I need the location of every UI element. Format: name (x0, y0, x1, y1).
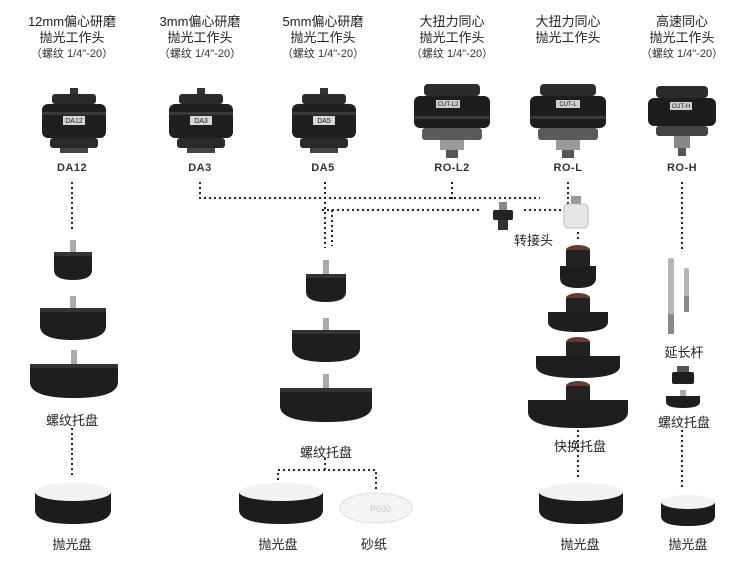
head-line2: 抛光工作头 (419, 30, 485, 45)
da5-tool-image: DA5 (292, 88, 356, 153)
head-line1: 高速同心 (655, 14, 708, 29)
line-da5-bottom (277, 469, 377, 490)
head-thread: （螺纹 1/4"-20） (410, 48, 494, 60)
da5-badge (313, 116, 335, 125)
polish-pad-3-image (539, 483, 623, 524)
quick-pad-small (560, 245, 596, 288)
roh-pad-image (666, 390, 700, 408)
da3-badge (190, 116, 212, 125)
head-title-da12: 12mm偏心研磨 抛光工作头 （螺纹 1/4"-20） (12, 14, 132, 62)
head-title-rol: 大扭力同心 抛光工作头 (508, 14, 628, 46)
da12-pad-small (54, 240, 92, 280)
rol2-badge-text: CUT-L2 (438, 102, 459, 108)
extension-rod-image (668, 258, 689, 334)
adapter-label: 转接头 (514, 233, 554, 248)
head-line2: 抛光工作头 (39, 30, 105, 45)
da5-pad-small (306, 260, 346, 302)
adapter-small-image (493, 202, 513, 230)
rol2-badge (436, 100, 460, 108)
da5-badge-text: DA5 (317, 118, 331, 125)
da3-badge-text: DA3 (194, 118, 208, 125)
head-line2: 抛光工作头 (649, 30, 715, 45)
da12-badge (63, 116, 85, 125)
quick-pad-xlarge (528, 381, 628, 428)
code-rol2: RO-L2 (434, 162, 470, 174)
polish-pad-label-4: 抛光盘 (668, 537, 708, 552)
sandpaper-print-text: P600 (370, 504, 391, 514)
line-da3-bus (199, 182, 540, 199)
rol-tool-image: CUT-L (530, 84, 606, 158)
polish-pad-4-image (661, 495, 715, 526)
quick-pad-large (536, 337, 620, 378)
head-title-da5: 5mm偏心研磨 抛光工作头 （螺纹 1/4"-20） (263, 14, 383, 62)
head-line1: 3mm偏心研磨 (159, 14, 241, 29)
da12-badge-text: DA12 (65, 118, 83, 125)
da12-tool-image: DA12 (42, 88, 106, 153)
da5-pad-medium (292, 318, 360, 362)
code-da12: DA12 (56, 162, 88, 174)
rol-badge-text: CUT-L (559, 102, 577, 108)
head-line1: 5mm偏心研磨 (282, 14, 364, 29)
head-line1: 大扭力同心 (419, 14, 485, 29)
head-line2: 抛光工作头 (535, 30, 601, 45)
da3-tool-image: DA3 (169, 88, 233, 153)
rol-badge (556, 100, 580, 108)
head-title-rol2: 大扭力同心 抛光工作头 （螺纹 1/4"-20） (392, 14, 512, 62)
roh-badge-text: CUT-H (672, 104, 690, 110)
extension-label: 延长杆 (664, 345, 704, 360)
polish-pad-label-3: 抛光盘 (560, 537, 600, 552)
polish-pad-2-image (239, 483, 323, 524)
head-thread: （螺纹 1/4"-20） (30, 48, 114, 60)
code-roh: RO-H (666, 162, 698, 174)
da12-pad-large (30, 350, 118, 398)
code-da3: DA3 (188, 162, 212, 174)
head-line1: 大扭力同心 (535, 14, 601, 29)
sandpaper-label: 砂纸 (360, 537, 387, 552)
threaded-pad-label-1: 螺纹托盘 (45, 413, 98, 428)
head-title-da3: 3mm偏心研磨 抛光工作头 （螺纹 1/4"-20） (140, 14, 260, 62)
head-thread: （螺纹 1/4"-20） (158, 48, 242, 60)
head-line1: 12mm偏心研磨 (27, 14, 117, 29)
head-title-roh: 高速同心 抛光工作头 （螺纹 1/4"-20） (622, 14, 742, 62)
da12-pad-medium (40, 296, 106, 340)
head-thread: （螺纹 1/4"-20） (281, 48, 365, 60)
roh-badge (670, 102, 692, 110)
code-da5: DA5 (311, 162, 335, 174)
roh-tool-image: CUT-H (648, 86, 716, 156)
code-rol: RO-L (553, 162, 583, 174)
polish-pad-label-2: 抛光盘 (258, 537, 298, 552)
sandpaper-image: P600 (339, 492, 413, 524)
head-line2: 抛光工作头 (167, 30, 233, 45)
head-thread: （螺纹 1/4"-20） (640, 48, 724, 60)
roh-connector-image (672, 366, 694, 384)
da5-pad-large (280, 374, 372, 422)
quick-pad-medium (548, 293, 608, 332)
head-line2: 抛光工作头 (290, 30, 356, 45)
polish-pad-1-image (35, 483, 111, 524)
threaded-pad-label-3: 螺纹托盘 (657, 415, 710, 430)
quick-pad-label: 快换托盘 (553, 439, 606, 454)
threaded-pad-label-2: 螺纹托盘 (299, 445, 352, 460)
polish-pad-label-1: 抛光盘 (52, 537, 92, 552)
adapter-white-image (563, 196, 589, 229)
rol2-tool-image: CUT-L2 (414, 84, 490, 158)
